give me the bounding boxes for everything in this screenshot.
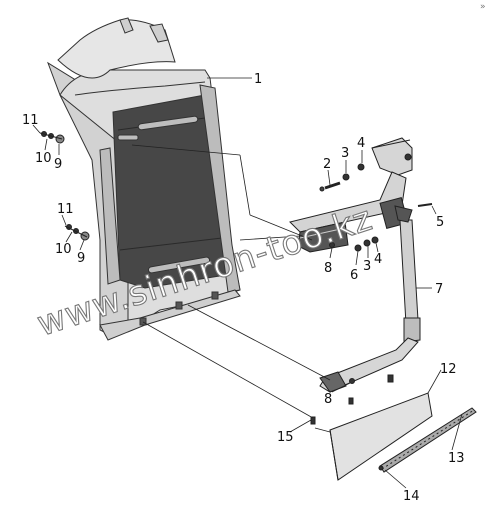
callout-8-lower: 8	[324, 392, 332, 407]
backrest-part-1	[47, 17, 241, 341]
callout-9-upper: 9	[54, 157, 62, 172]
callout-7: 7	[435, 282, 443, 297]
callout-10-lower: 10	[55, 242, 72, 257]
bolt-assembly-lower-left	[64, 224, 90, 241]
fasteners-part-3-4-6	[354, 236, 379, 252]
callout-2: 2	[323, 157, 331, 172]
callout-6: 6	[350, 268, 358, 283]
callout-9-lower: 9	[77, 251, 85, 266]
clips-on-flap	[348, 374, 394, 405]
mud-flap-part-12	[329, 392, 433, 481]
callout-4-lower: 4	[374, 252, 382, 267]
callout-14: 14	[403, 489, 420, 504]
callout-8-upper: 8	[324, 261, 332, 276]
callout-3-upper: 3	[341, 146, 349, 161]
callout-13: 13	[448, 451, 465, 466]
washer-part-3	[342, 173, 350, 181]
bolt-part-5	[417, 203, 433, 207]
leader-lines	[32, 77, 463, 489]
bolt-part-8-upper	[329, 242, 335, 248]
fastener-part-2	[319, 181, 341, 192]
bracket-assembly-part-7	[289, 137, 421, 393]
bolt-assembly-upper-left	[39, 131, 65, 144]
callout-15: 15	[277, 430, 294, 445]
callout-10-upper: 10	[35, 151, 52, 166]
corner-mark: »	[480, 2, 486, 12]
bolt-part-14	[378, 465, 384, 471]
bolt-part-15	[310, 416, 316, 425]
callout-3-lower: 3	[363, 259, 371, 274]
callout-5: 5	[436, 215, 444, 230]
callout-11-upper: 11	[22, 113, 39, 128]
callout-12: 12	[440, 362, 457, 377]
nut-part-4	[357, 163, 365, 171]
callout-4-upper: 4	[357, 136, 365, 151]
bolt-part-8-lower	[349, 378, 355, 384]
callouts: 1 2 3 3 4 4 5 6 7 8 8 9 9 10 10 11 11 12…	[22, 72, 465, 504]
callout-1: 1	[254, 72, 262, 87]
strip-part-13	[379, 407, 477, 473]
callout-11-lower: 11	[57, 202, 74, 217]
